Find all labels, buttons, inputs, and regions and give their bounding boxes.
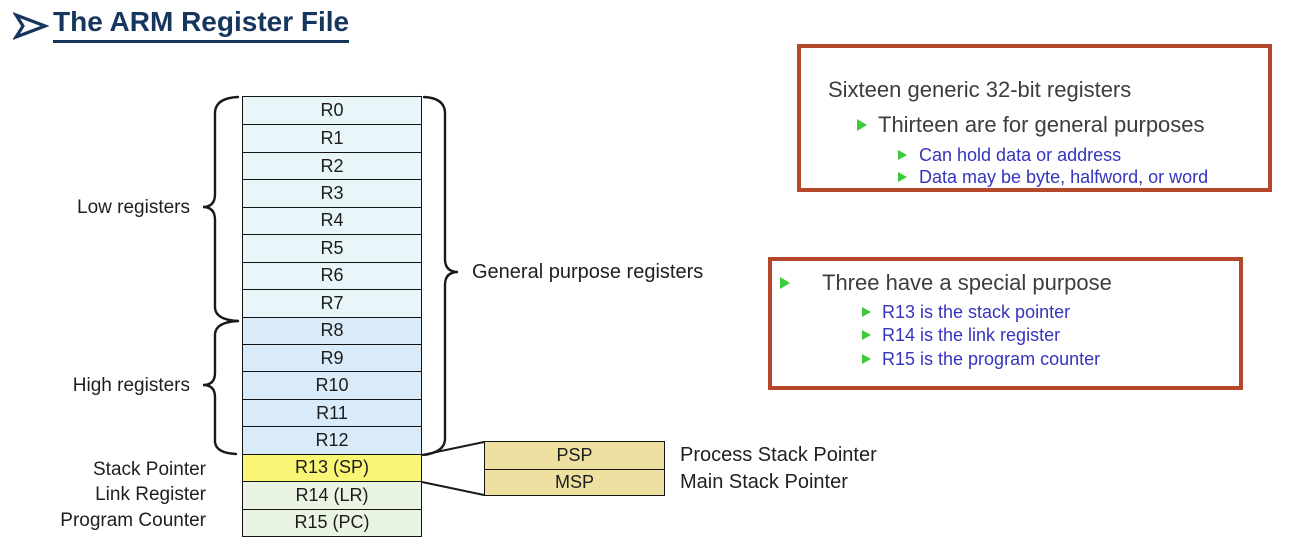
stack-pointer-table: PSP MSP: [484, 441, 665, 496]
register-row-r2: R2: [243, 151, 421, 180]
callout2-subbullet: R14 is the link register: [862, 324, 1060, 346]
callout1-subbullet: Can hold data or address: [898, 144, 1121, 166]
triangle-bullet-icon: [857, 119, 867, 131]
register-row-r10: R10: [243, 371, 421, 399]
triangle-bullet-icon: [898, 172, 907, 182]
register-row-r6: R6: [243, 261, 421, 290]
link-register-label: Link Register: [95, 484, 206, 505]
stack-pointer-label: Stack Pointer: [93, 459, 206, 480]
register-row-r13: R13 (SP): [243, 453, 421, 482]
register-row-r5: R5: [243, 234, 421, 262]
triangle-bullet-icon: [862, 330, 871, 340]
register-row-r1: R1: [243, 124, 421, 152]
callout1-title: Sixteen generic 32-bit registers: [828, 77, 1132, 102]
register-row-r8: R8: [243, 316, 421, 344]
general-purpose-brace: [422, 95, 459, 457]
register-row-r4: R4: [243, 206, 421, 235]
callout2-bullet: Three have a special purpose: [780, 271, 1112, 295]
program-counter-label: Program Counter: [60, 510, 206, 531]
triangle-bullet-icon: [862, 354, 871, 364]
arrow-bullet-icon: [13, 12, 49, 40]
register-row-r0: R0: [243, 97, 421, 125]
register-row-r11: R11: [243, 398, 421, 427]
callout1-subbullet: Data may be byte, halfword, or word: [898, 166, 1208, 188]
register-row-r12: R12: [243, 426, 421, 454]
general-purpose-registers-label: General purpose registers: [472, 261, 704, 283]
high-registers-brace: [202, 319, 240, 456]
psp-row: PSP: [485, 442, 664, 469]
register-row-r15: R15 (PC): [243, 508, 421, 536]
register-row-r7: R7: [243, 289, 421, 317]
page-title: The ARM Register File: [53, 6, 350, 43]
high-registers-label: High registers: [72, 375, 190, 396]
triangle-bullet-icon: [862, 307, 871, 317]
r13-psp-connector-line: [421, 441, 485, 456]
callout-generic-registers: Sixteen generic 32-bit registers Thirtee…: [797, 44, 1272, 192]
callout-special-registers: Three have a special purpose R13 is the …: [768, 257, 1243, 390]
register-row-r3: R3: [243, 179, 421, 207]
msp-row: MSP: [485, 468, 664, 495]
r13-msp-connector-line: [421, 481, 485, 496]
low-registers-brace: [202, 95, 240, 323]
callout2-subbullet: R15 is the program counter: [862, 348, 1100, 370]
triangle-bullet-icon: [780, 277, 790, 289]
low-registers-label: Low registers: [77, 197, 190, 218]
callout1-bullet: Thirteen are for general purposes: [857, 113, 1205, 137]
psp-description: Process Stack Pointer: [680, 444, 877, 466]
callout2-subbullet: R13 is the stack pointer: [862, 301, 1070, 323]
register-row-r14: R14 (LR): [243, 481, 421, 509]
register-table: R0 R1 R2 R3 R4 R5 R6 R7 R8 R9 R10 R11 R1…: [242, 96, 422, 537]
triangle-bullet-icon: [898, 150, 907, 160]
msp-description: Main Stack Pointer: [680, 471, 848, 493]
register-row-r9: R9: [243, 343, 421, 372]
